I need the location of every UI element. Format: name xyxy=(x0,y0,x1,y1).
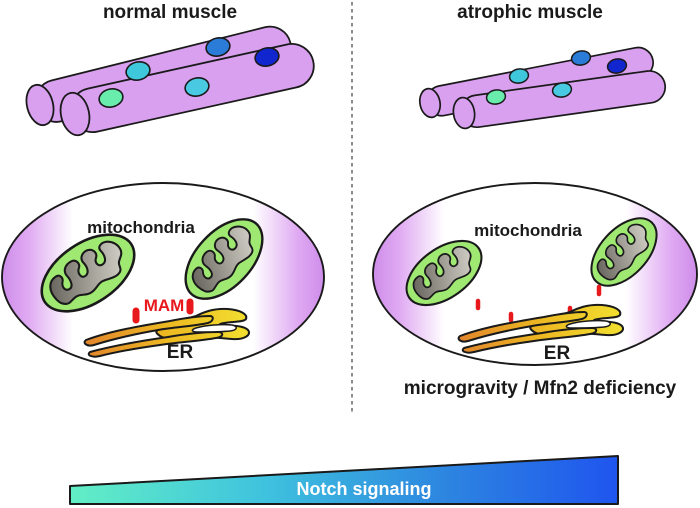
er-label: ER xyxy=(166,342,194,363)
mitochondria-label: mitochondria xyxy=(87,218,195,237)
myonucleus xyxy=(485,89,507,105)
condition-caption: microgravity / Mfn2 deficiency xyxy=(403,378,677,399)
er-label: ER xyxy=(543,343,571,364)
mam-tethers xyxy=(132,298,194,324)
cell-normal xyxy=(1,182,325,372)
mam-label: MAM xyxy=(143,296,185,315)
muscle-fiber-atrophic xyxy=(418,46,667,130)
myonuclei xyxy=(485,50,628,105)
myonucleus xyxy=(205,37,231,57)
cell-atrophic xyxy=(372,182,698,366)
myonucleus xyxy=(98,88,124,108)
myonucleus xyxy=(570,50,592,66)
myonucleus xyxy=(508,68,530,84)
myonucleus xyxy=(184,77,210,97)
mitochondria-label: mitochondria xyxy=(474,221,582,240)
myonuclei xyxy=(98,37,280,108)
panel-title-normal: normal muscle xyxy=(102,2,238,23)
myonucleus xyxy=(551,82,573,98)
notch-gradient-wedge xyxy=(69,455,619,505)
panel-title-atrophic: atrophic muscle xyxy=(457,2,603,23)
myonucleus xyxy=(125,61,151,81)
notch-signaling-label: Notch signaling xyxy=(296,479,432,499)
muscle-fiber-normal xyxy=(25,25,315,137)
myonucleus xyxy=(606,58,628,74)
myonucleus xyxy=(254,47,280,67)
